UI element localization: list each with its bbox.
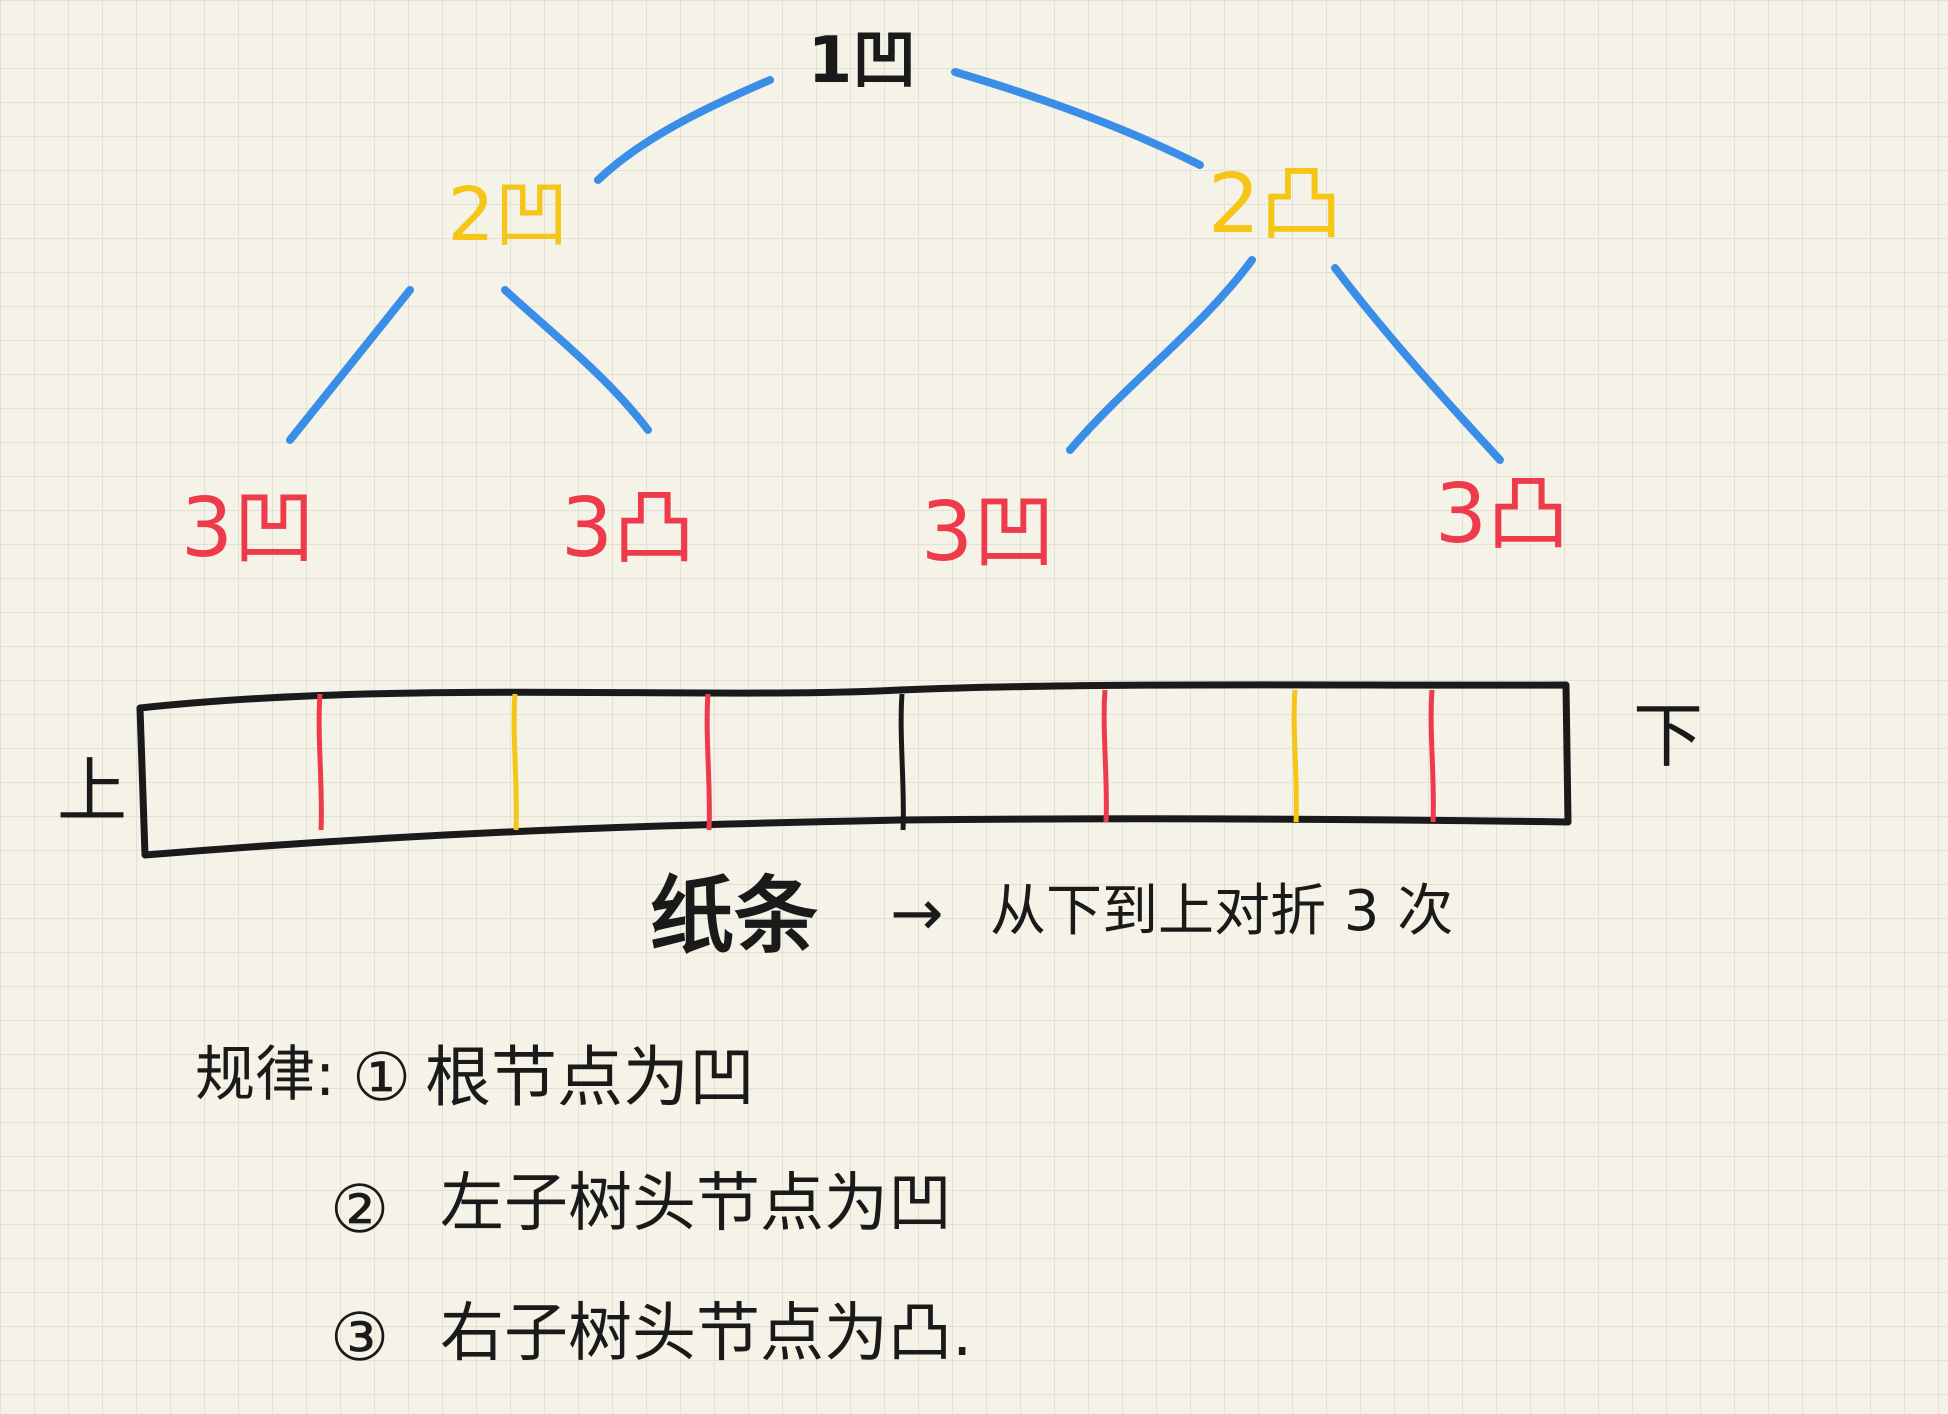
tree-edges [286, 68, 1504, 464]
strip-label-top: 上 [57, 750, 127, 832]
edge-l-ll [286, 286, 414, 444]
strip-label-bottom: 下 [1633, 695, 1703, 777]
crease-yellow-6 [1291, 689, 1299, 823]
rule-2-marker: ② [330, 1171, 389, 1248]
rules-heading: 规律: [195, 1040, 335, 1110]
crease-black-4 [898, 693, 906, 831]
rule-1-text: 根节点为凹 [425, 1039, 755, 1116]
node-root-label: 1凹 [808, 24, 917, 98]
edge-r-rr [1331, 264, 1504, 464]
crease-yellow-2 [511, 693, 519, 831]
crease-red-5 [1101, 689, 1109, 823]
node-l2-left-label: 2凹 [447, 172, 568, 258]
crease-red-1 [316, 693, 324, 831]
tree-nodes-level3: 3凹 3凸 3凹 3凸 [181, 467, 1569, 580]
edge-root-right [951, 68, 1204, 169]
strip-creases [316, 689, 1436, 831]
node-l3-3-label: 3凸 [1435, 467, 1569, 562]
rules-section: 规律: ① 根节点为凹 ② 左子树头节点为凹 ③ 右子树头节点为凸. [195, 1039, 972, 1376]
node-l3-1-label: 3凸 [561, 481, 695, 576]
crease-red-7 [1428, 689, 1436, 823]
strip-caption: 纸条 → 从下到上对折 3 次 [650, 867, 1453, 965]
edge-root-left [594, 76, 774, 184]
caption-arrow: → [890, 877, 944, 951]
paper-strip: 上 下 [57, 681, 1703, 859]
rule-1-marker: ① [352, 1039, 411, 1116]
node-l2-right-label: 2凸 [1208, 157, 1342, 252]
rule-3-marker: ③ [330, 1299, 389, 1376]
edge-r-rl [1066, 256, 1256, 454]
edge-l-lr [501, 286, 652, 434]
caption-text: 从下到上对折 3 次 [990, 879, 1453, 944]
tree-node-root: 1凹 [808, 24, 917, 98]
node-l3-0-label: 3凹 [181, 481, 315, 576]
caption-title: 纸条 [650, 867, 818, 965]
rule-2-text: 左子树头节点为凹 [440, 1167, 952, 1241]
node-l3-2-label: 3凹 [921, 485, 1055, 580]
tree-node-level2-left: 2凹 [447, 172, 568, 258]
tree-node-level2-right: 2凸 [1208, 157, 1342, 252]
rule-3-text: 右子树头节点为凸. [440, 1297, 972, 1371]
strip-outline [136, 681, 1572, 859]
crease-red-3 [704, 693, 712, 831]
